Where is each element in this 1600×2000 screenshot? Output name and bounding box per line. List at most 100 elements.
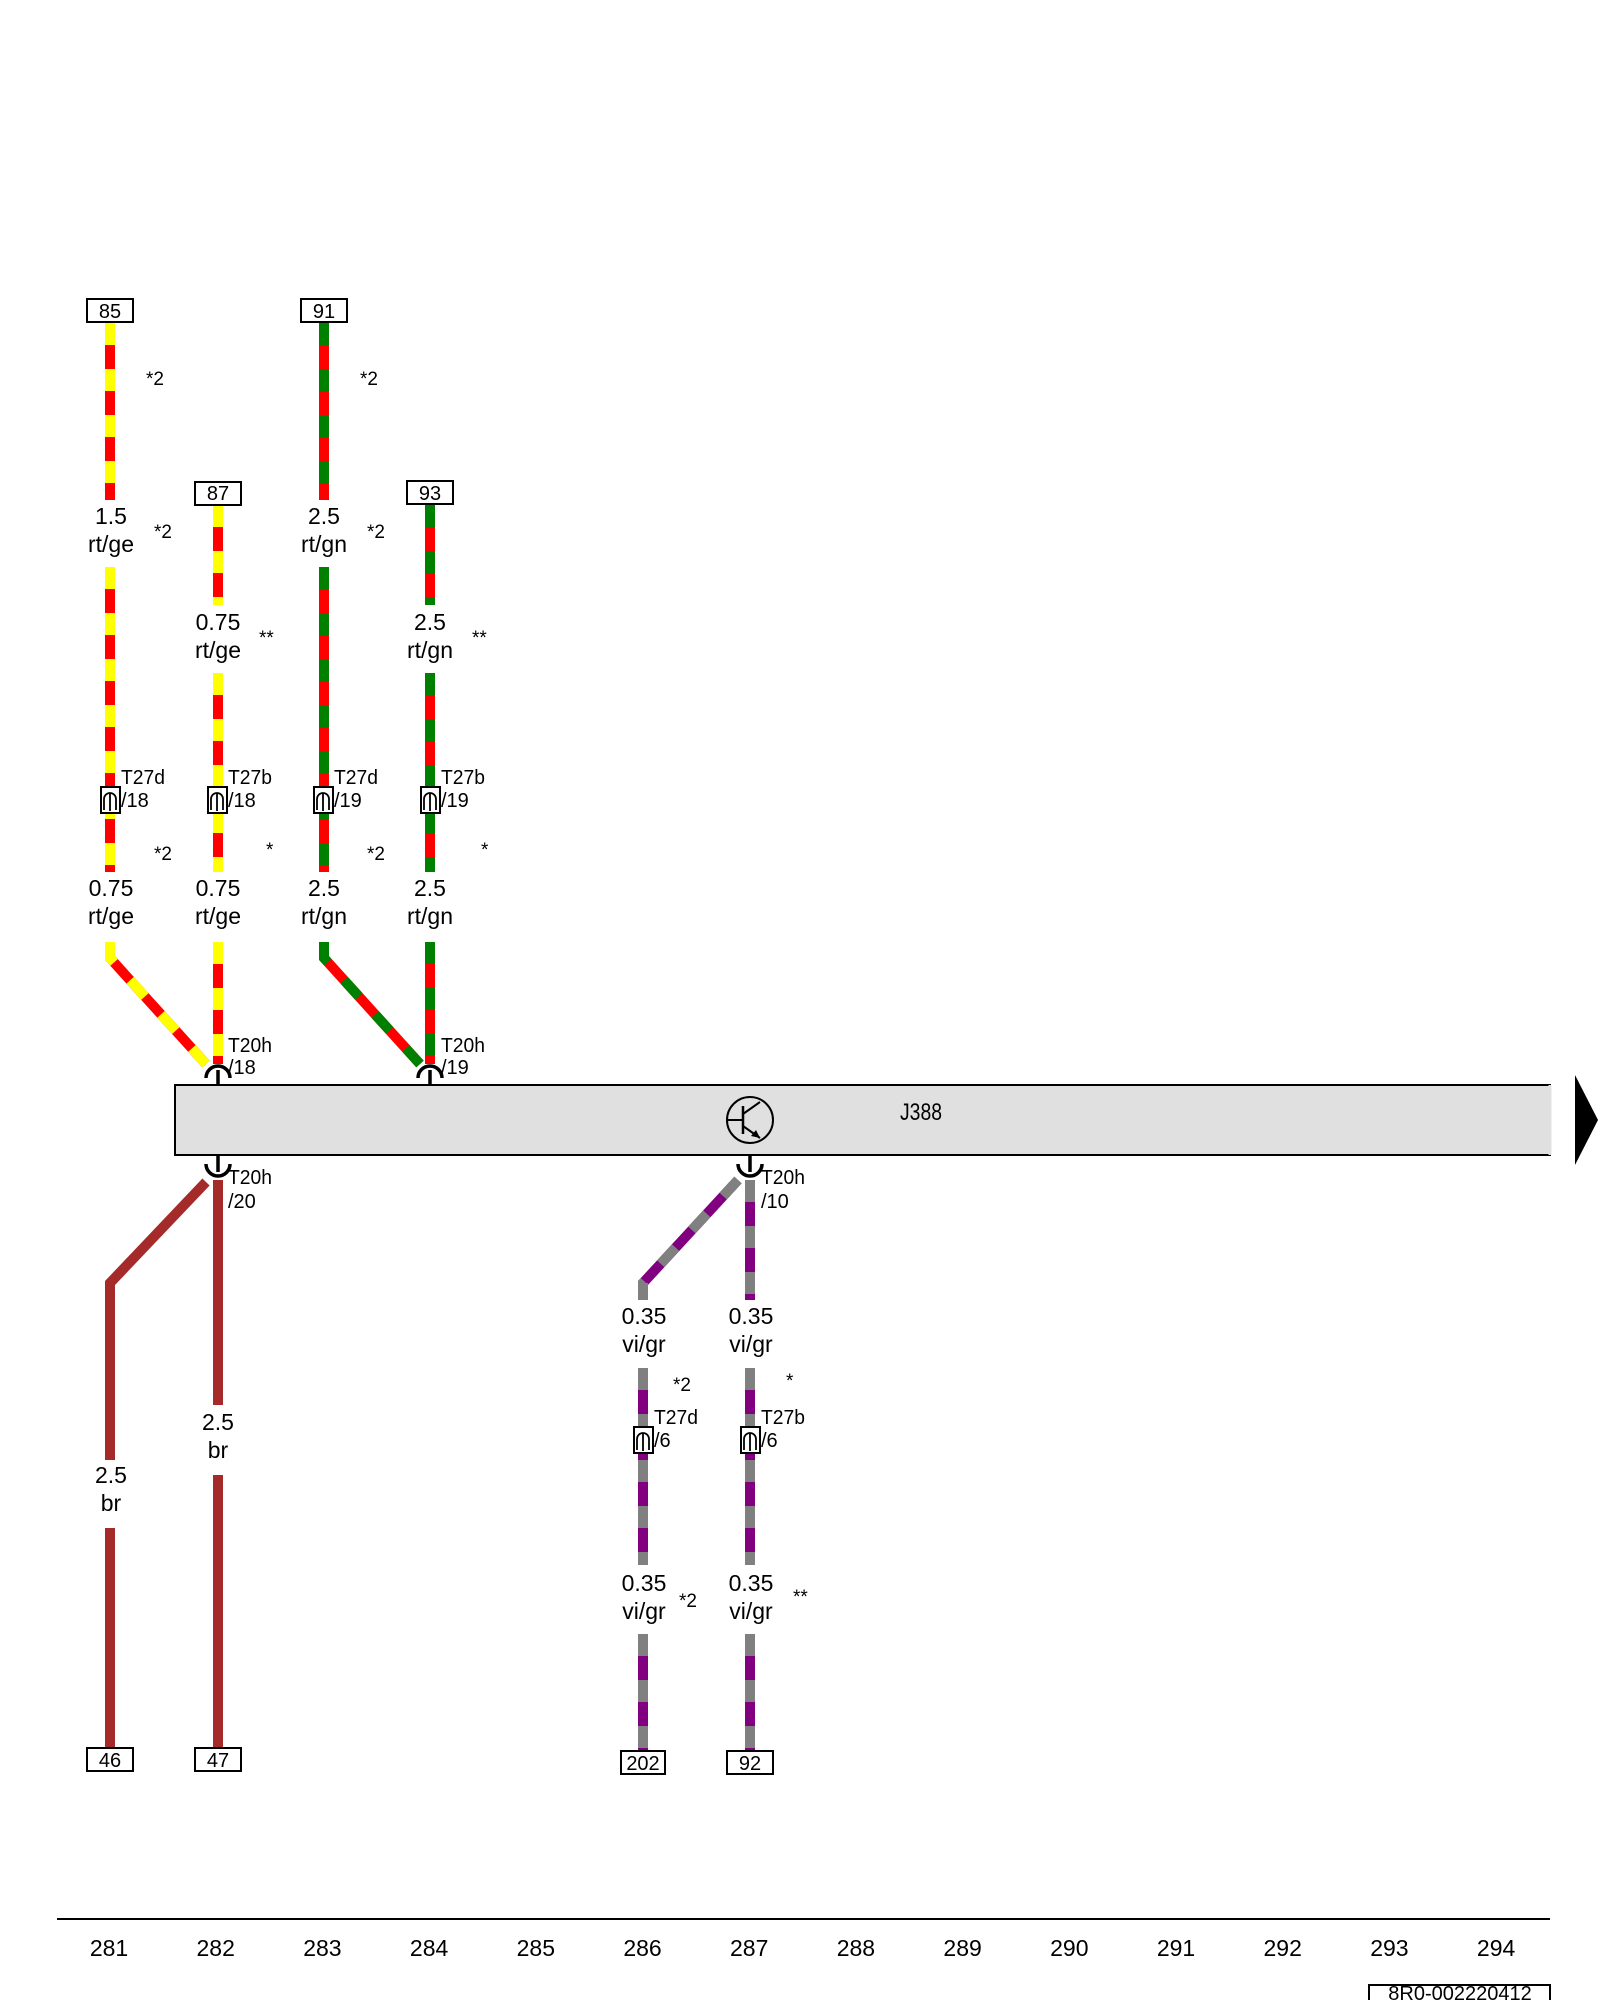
connector-pin: /18 [228,1057,256,1079]
terminal-box: 47 [207,1750,229,1772]
connector-t27-icon [313,786,334,814]
footnote-marker: ** [793,1587,808,1608]
wire-size-label: 0.35 [622,1303,667,1329]
connector-t27-icon [420,786,441,814]
wire-size-label: 0.35 [729,1303,774,1329]
pin-t20h-20-icon [204,1155,232,1178]
connector-t27-icon [100,786,121,814]
footnote-marker: ** [472,628,487,649]
control-unit-j388[interactable] [174,1084,1551,1156]
connector-name: T20h [761,1167,805,1189]
transistor-symbol-icon [726,1096,774,1144]
wire-color-label: rt/ge [195,637,241,663]
wire-size-label: 0.75 [89,875,134,901]
wire-color-label: rt/ge [88,903,134,929]
footnote-marker: *2 [367,522,385,543]
wire-color-label: rt/ge [88,531,134,557]
wire-labels: 1.5 rt/ge 2.5 rt/gn 0.75 rt/ge 2.5 rt/gn… [88,503,773,1624]
connector-pin: /10 [761,1191,789,1213]
terminal-box: 92 [739,1753,761,1775]
wire-color-label: rt/gn [407,903,453,929]
wire-size-label: 2.5 [202,1409,234,1435]
wire-color-label: vi/gr [729,1598,773,1624]
column-number: 287 [730,1935,768,1961]
wire-size-label: 2.5 [95,1462,127,1488]
connector-t27-icon [633,1426,654,1454]
column-number: 286 [623,1935,661,1961]
terminal-box: 46 [99,1750,121,1772]
connector-name: T27d [654,1407,698,1429]
footnote-marker: ** [259,628,274,649]
wire-size-label: 2.5 [414,875,446,901]
footnote-marker: * [266,840,274,861]
column-number: 282 [197,1935,235,1961]
wire-size-label: 2.5 [414,609,446,635]
connector-name: T20h [228,1167,272,1189]
doc-code-box [1368,1984,1551,2000]
column-number: 281 [90,1935,128,1961]
wire-color-label: vi/gr [622,1331,666,1357]
connector-name: T27b [761,1407,805,1429]
wire-color-label: rt/ge [195,903,241,929]
connector-pin: /19 [441,1057,469,1079]
wire-stripe [105,942,210,1068]
connector-pin: /18 [228,790,256,812]
column-number: 285 [517,1935,555,1961]
column-number: 291 [1157,1935,1195,1961]
column-number: 290 [1050,1935,1088,1961]
connector-t27-icon [207,786,228,814]
connector-pin: /19 [441,790,469,812]
wire [638,1176,742,1300]
top-terminal-boxes: 85 87 91 93 [86,298,454,506]
footnote-marker: *2 [154,522,172,543]
footnote-marker: *2 [360,369,378,390]
footnote-marker: *2 [367,844,385,865]
wire-size-label: 2.5 [308,875,340,901]
wire-size-label: 0.35 [729,1570,774,1596]
doc-code: 8R0-002220412 [1388,1983,1531,2000]
column-number: 284 [410,1935,449,1961]
column-number: 288 [837,1935,875,1961]
wire-color-label: vi/gr [729,1331,773,1357]
connector-pin: /19 [334,790,362,812]
connector-pin: /18 [121,790,149,812]
column-number: 283 [303,1935,341,1961]
component-label: J388 [900,1099,942,1126]
connector-pin: /20 [228,1191,256,1213]
pin-t20h-10-icon [736,1155,764,1178]
continuation-arrow-icon [1575,1075,1598,1165]
connector-name: T20h [441,1035,485,1057]
connector-name: T20h [228,1035,272,1057]
connector-pin: /6 [654,1430,671,1452]
wire-color-label: br [101,1490,122,1516]
footnote-marker: *2 [146,369,164,390]
connector-name: T27b [228,767,272,789]
connector-name: T27d [334,767,378,789]
wires-layer [105,323,755,1751]
wire-size-label: 1.5 [95,503,127,529]
connector-name: T27b [441,767,485,789]
footnote-marker: *2 [673,1375,691,1396]
wire-stripe [319,942,424,1068]
column-number: 289 [943,1935,981,1961]
footnote-marker: *2 [154,844,172,865]
column-number: 292 [1264,1935,1302,1961]
pin-t20h-19-icon [416,1064,444,1085]
connector-name: T27d [121,767,165,789]
wire-size-label: 0.75 [196,609,241,635]
footnote-markers: *2 *2 *2 *2 ** ** *2 * *2 * *2 * *2 ** [146,369,808,1612]
connector-symbols [100,786,761,1454]
wire [105,942,210,1068]
wire-size-label: 0.35 [622,1570,667,1596]
terminal-box: 202 [626,1753,659,1775]
footnote-marker: *2 [679,1591,697,1612]
wire-color-label: rt/gn [301,531,347,557]
pin-t20h-18-icon [204,1064,232,1085]
wire [319,942,424,1068]
wire-size-label: 0.75 [196,875,241,901]
terminal-box: 87 [207,483,229,505]
column-number: 294 [1477,1935,1516,1961]
terminal-box: 91 [313,301,335,323]
